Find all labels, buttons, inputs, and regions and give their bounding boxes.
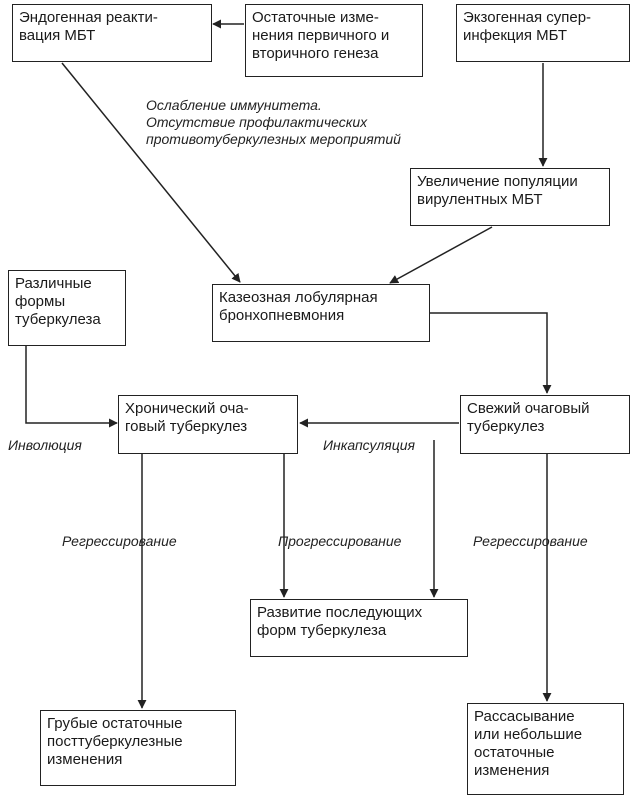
box-residual-changes: Остаточные изме- нения первичного и втор…: [245, 4, 423, 77]
arrow-various-to-chronic: [25, 346, 118, 428]
box-resorption: Рассасывание или небольшие остаточные из…: [467, 703, 624, 795]
box-rough-residual: Грубые остаточные посттуберкулезные изме…: [40, 710, 236, 786]
box-subsequent-forms: Развитие последующих форм туберкулеза: [250, 599, 468, 657]
label-regression-right: Регрессирование: [473, 533, 588, 549]
arrow-endogenous-to-caseous: [61, 62, 241, 283]
label-involution: Инволюция: [8, 437, 82, 453]
box-population-growth: Увеличение популяции вирулентных МБТ: [410, 168, 610, 226]
arrow-caseous-to-fresh: [430, 312, 552, 394]
arrow-population-to-caseous: [389, 226, 493, 284]
label-regression-left: Регрессирование: [62, 533, 177, 549]
box-exogenous-superinfection: Экзогенная супер- инфекция МБТ: [456, 4, 630, 62]
box-various-forms: Различные формы туберкулеза: [8, 270, 126, 346]
box-endogenous-reactivation: Эндогенная реакти- вация МБТ: [12, 4, 212, 62]
box-caseous-bronchopneumonia: Казеозная лобулярная бронхопневмония: [212, 284, 430, 342]
box-fresh-focal-tb: Свежий очаговый туберкулез: [460, 395, 630, 454]
label-progression: Прогрессирование: [278, 533, 402, 549]
box-chronic-focal-tb: Хронический оча- говый туберкулез: [118, 395, 298, 454]
label-encapsulation: Инкапсуляция: [323, 437, 415, 453]
label-immunity-weakening: Ослабление иммунитета. Отсутствие профил…: [146, 97, 401, 147]
